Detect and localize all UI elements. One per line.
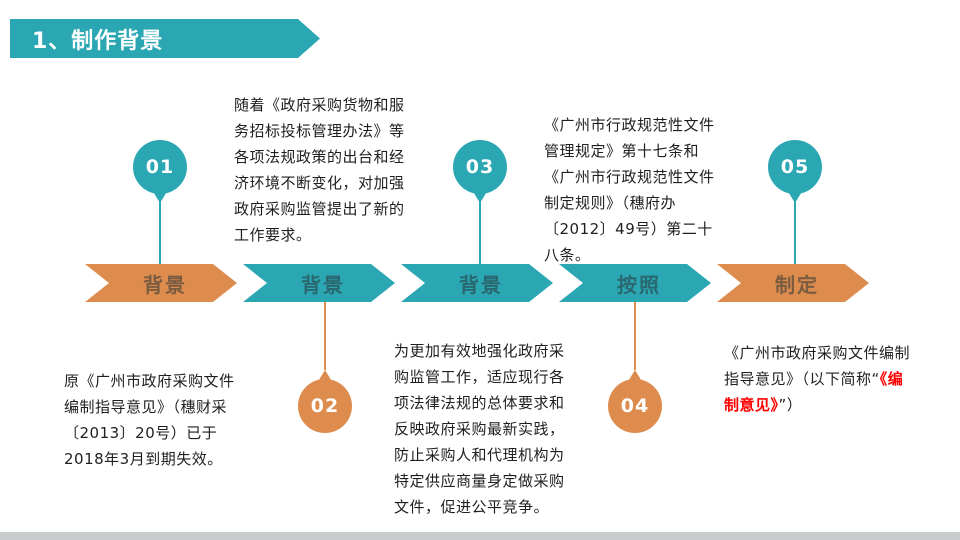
timeline-step-3: 背景	[401, 264, 553, 302]
balloon-01: 01	[133, 140, 187, 194]
balloon-02: 02	[298, 379, 352, 433]
balloon-04: 04	[608, 379, 662, 433]
marker-05-number: 05	[780, 156, 810, 178]
note-bottom-right-suffix: ”）	[778, 396, 803, 414]
note-top-right: 《广州市行政规范性文件管理规定》第十七条和《广州市行政规范性文件制定规则》（穗府…	[544, 116, 715, 264]
note-bottom-middle: 为更加有效地强化政府采购监管工作，适应现行各项法律法规的总体要求和反映政府采购最…	[394, 342, 565, 516]
timeline-step-5-label: 制定	[775, 272, 819, 297]
slide-title-banner: 1、制作背景	[10, 19, 320, 58]
connector-line-icon	[634, 302, 636, 370]
connector-line-icon	[794, 198, 796, 264]
bottom-divider-bar	[0, 532, 960, 540]
timeline-marker-03: 03	[453, 140, 507, 264]
timeline-step-5: 制定	[717, 264, 869, 302]
balloon-03: 03	[453, 140, 507, 194]
timeline-marker-02: 02	[298, 302, 352, 433]
balloon-05: 05	[768, 140, 822, 194]
timeline-step-4: 按照	[559, 264, 711, 302]
timeline-step-4-label: 按照	[617, 272, 661, 297]
marker-02-number: 02	[310, 395, 340, 417]
timeline-marker-04: 04	[608, 302, 662, 433]
note-bottom-left: 原《广州市政府采购文件编制指导意见》（穗财采〔2013〕20号）已于2018年3…	[64, 372, 235, 468]
marker-01-number: 01	[145, 156, 175, 178]
timeline-marker-05: 05	[768, 140, 822, 264]
timeline-step-2: 背景	[243, 264, 395, 302]
connector-line-icon	[324, 302, 326, 370]
note-bottom-right-highlight: 《编制意见》	[724, 370, 904, 414]
marker-03-number: 03	[465, 156, 495, 178]
timeline-step-2-label: 背景	[301, 272, 345, 297]
note-bottom-right-prefix: 《广州市政府采购文件编制指导意见》（以下简称“	[724, 344, 911, 388]
timeline-step-1: 背景	[85, 264, 237, 302]
timeline-marker-01: 01	[133, 140, 187, 264]
slide-title: 1、制作背景	[32, 28, 164, 54]
connector-line-icon	[159, 198, 161, 264]
marker-04-number: 04	[620, 395, 650, 417]
timeline-step-1-label: 背景	[143, 272, 187, 297]
connector-line-icon	[479, 198, 481, 264]
timeline-step-3-label: 背景	[459, 272, 503, 297]
note-top-left: 随着《政府采购货物和服务招标投标管理办法》等各项法规政策的出台和经济环境不断变化…	[234, 96, 405, 244]
note-bottom-right: 《广州市政府采购文件编制指导意见》（以下简称“《编制意见》”）	[724, 340, 912, 418]
